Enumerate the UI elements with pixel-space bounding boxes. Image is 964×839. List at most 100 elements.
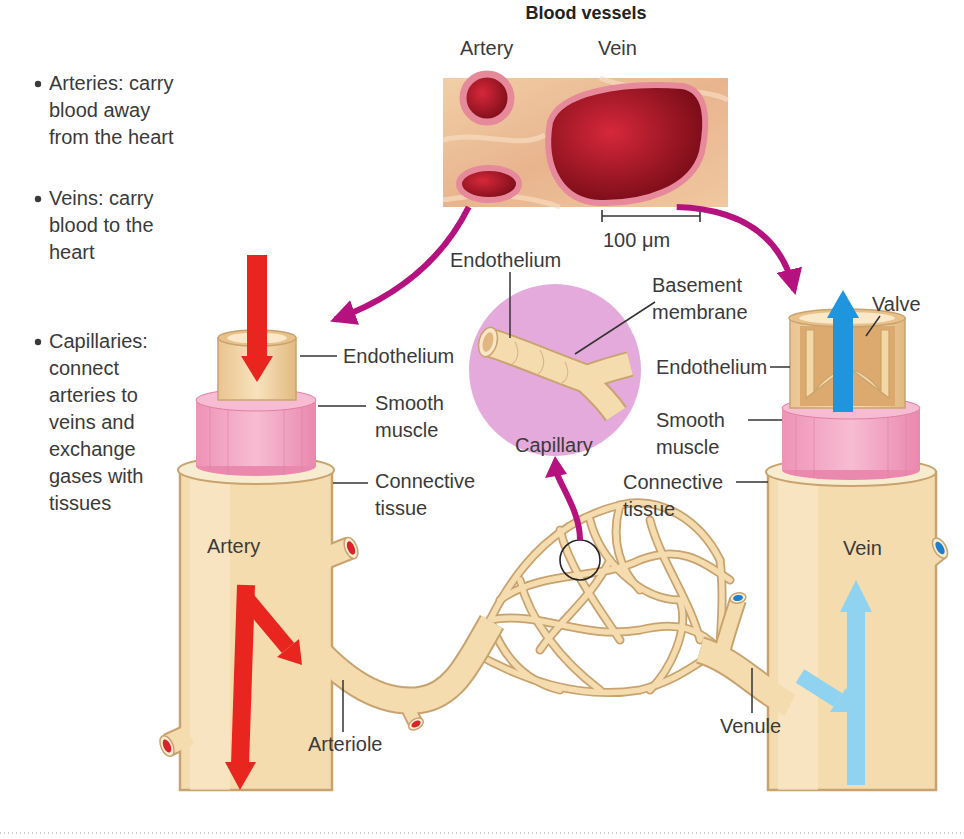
blood-flow-arrow xyxy=(833,316,853,412)
circle-outline xyxy=(469,284,641,456)
zoom-arrow xyxy=(557,474,580,540)
branch-lumen xyxy=(161,738,173,754)
network-outline xyxy=(470,503,730,693)
vessel-name: Vein xyxy=(843,535,882,562)
leader-line xyxy=(866,316,880,336)
diagram-title: Blood vessels xyxy=(486,0,686,27)
part-label: Basement membrane xyxy=(652,272,762,326)
part-label: Endothelium xyxy=(343,343,454,370)
arrow-head xyxy=(241,356,273,382)
branch xyxy=(722,600,738,652)
artery-illustration xyxy=(157,255,492,790)
capillary xyxy=(590,520,680,600)
blood-flow-arrow xyxy=(248,600,288,648)
blood-flow-arrow xyxy=(800,676,838,700)
branch-end xyxy=(157,734,177,759)
artery-vessel: Artery xyxy=(178,300,335,790)
scale-bar xyxy=(602,210,700,222)
muscle-fibre xyxy=(302,408,303,470)
magnified-capillary: EndotheliumBasement membraneCapillary xyxy=(469,284,641,456)
branch-lumen xyxy=(345,540,357,556)
branch-lumen xyxy=(733,594,744,602)
leader-line xyxy=(300,355,337,357)
capillary-network xyxy=(470,503,730,693)
capillary xyxy=(540,560,610,650)
arteriole xyxy=(300,622,492,701)
branch-end xyxy=(729,592,746,605)
vein-vessel: Vein xyxy=(765,290,937,790)
micrograph-panel: ArteryVein100 μm xyxy=(443,78,728,207)
part-label: Smooth muscle xyxy=(656,407,746,461)
scale-label: 100 μm xyxy=(603,227,670,254)
vessel-name: Vein xyxy=(598,35,637,62)
vessel-name: Artery xyxy=(207,533,260,560)
leader-line xyxy=(751,668,753,713)
vessel-name: Artery xyxy=(460,35,513,62)
muscle-texture xyxy=(796,416,906,478)
capillary xyxy=(650,520,700,640)
bullet-text: Arteries: carry blood away from the hear… xyxy=(49,70,189,151)
bullet-text: Veins: carry blood to the heart xyxy=(49,185,189,266)
branch-end xyxy=(407,716,426,733)
vein-section xyxy=(548,85,705,203)
venule xyxy=(700,650,790,705)
trunk-highlight xyxy=(778,480,818,790)
part-label: Endothelium xyxy=(656,354,767,381)
muscle-fibre xyxy=(284,410,285,474)
blood-flow-arrow xyxy=(240,585,246,765)
vessel-name: Capillary xyxy=(515,432,593,459)
branch-lumen xyxy=(410,719,422,729)
arrow-head xyxy=(225,762,256,790)
network-fill xyxy=(470,503,730,693)
scale-tick xyxy=(601,210,603,222)
bullet xyxy=(35,196,41,202)
muscle-fibre xyxy=(888,418,889,478)
part-label: Connective tissue xyxy=(375,468,475,522)
bullet xyxy=(35,81,41,87)
artery-section xyxy=(459,168,519,200)
micrograph xyxy=(443,74,728,207)
vessel-name: Arteriole xyxy=(308,731,382,758)
vein-trunk xyxy=(768,472,936,790)
muscle-texture xyxy=(210,408,302,474)
scale-tick xyxy=(699,210,701,222)
branch-lumen xyxy=(933,540,946,556)
magnify-circle xyxy=(469,284,641,456)
trunk-highlight xyxy=(190,480,230,790)
muscle-fibre xyxy=(210,408,211,470)
muscle-fibre xyxy=(814,418,815,478)
blood-flow-arrow xyxy=(247,255,267,358)
artery-section xyxy=(463,74,511,122)
muscle-fibre xyxy=(906,416,907,476)
arrow-head xyxy=(545,456,567,478)
vessel-name: Venule xyxy=(720,713,781,740)
branch-outline xyxy=(722,600,738,652)
branch-end xyxy=(341,536,360,561)
arrow-head xyxy=(827,290,859,318)
muscle-fibre xyxy=(796,416,797,476)
leader-line xyxy=(333,482,368,484)
zoom-connector xyxy=(335,207,469,320)
arrow-head xyxy=(830,688,857,712)
branch-end xyxy=(929,535,950,560)
capillary xyxy=(650,600,683,690)
zoom-circle xyxy=(560,540,600,580)
arrow-head xyxy=(840,580,872,612)
leader-line xyxy=(318,405,366,407)
capillary xyxy=(650,520,700,640)
muscle-fibre xyxy=(228,410,229,474)
leader-line xyxy=(770,366,790,368)
bullet-text: Capillaries: connect arteries to veins a… xyxy=(49,328,189,517)
part-label: Smooth muscle xyxy=(375,390,465,444)
leader-line xyxy=(736,481,768,483)
valve-flap xyxy=(852,330,889,398)
capillary xyxy=(560,530,620,640)
arrow-head xyxy=(277,639,302,665)
part-label: Connective tissue xyxy=(623,469,723,523)
capillary xyxy=(500,554,730,600)
page-rule xyxy=(0,833,964,834)
